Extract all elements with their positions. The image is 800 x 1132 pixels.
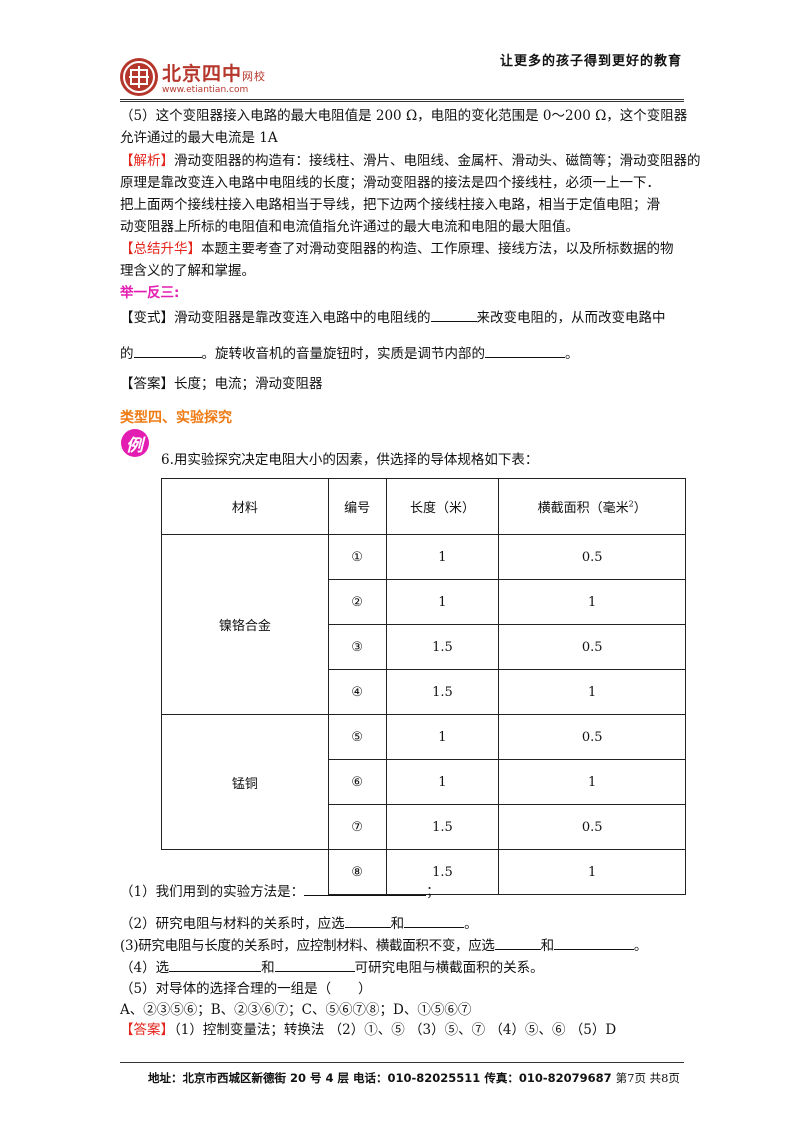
practice-title: 举一反三: (120, 285, 180, 301)
cell-length: 1 (385, 534, 500, 580)
blank (553, 937, 634, 950)
cell-id: ⑥ (327, 759, 387, 805)
blank (404, 915, 465, 928)
text-line: 理含义的了解和掌握。 (120, 263, 255, 279)
cell-id: ④ (327, 669, 387, 715)
blank (430, 309, 477, 322)
variant-question-cont: 的。旋转收音机的音量旋钮时，实质是调节内部的。 (120, 345, 579, 362)
cell-length: 1 (385, 714, 500, 760)
cell-length: 1.5 (385, 669, 500, 715)
header-slogan: 让更多的孩子得到更好的教育 (500, 54, 683, 69)
header-rule (120, 99, 684, 100)
cell-id: ⑤ (327, 714, 387, 760)
blank (274, 959, 355, 972)
subquestion-1: （1）我们用到的实验方法是：； (120, 883, 440, 900)
blank (494, 937, 541, 950)
cell-length: 1.5 (385, 849, 500, 895)
group-manganin: 锰铜 (161, 714, 329, 850)
question-6: 6.用实验探究决定电阻大小的因素，供选择的导体规格如下表： (161, 452, 539, 468)
cell-area: 1 (498, 849, 686, 895)
subquestion-4: （4）选和可研究电阻与横截面积的关系。 (120, 959, 544, 976)
summary-paragraph: 【总结升华】本题主要考查了对滑动变阻器的构造、工作原理、接线方法，以及所标数据的… (120, 241, 674, 257)
cell-length: 1 (385, 759, 500, 805)
logo-url: www.etiantian.com (162, 85, 249, 95)
conductor-spec-table: 材料 编号 长度（米） 横截面积（毫米2） 镍铬合金 ① 1 0.5 ② 1 1… (161, 478, 686, 895)
text-line: 允许通过的最大电流是 1A (120, 130, 278, 146)
subquestion-3: (3)研究电阻与长度的关系时，应控制材料、横截面积不变，应选和。 (120, 937, 648, 954)
cell-length: 1.5 (385, 624, 500, 670)
answer-tag: 【答案】 (120, 1022, 174, 1038)
text-line: 动变阻器上所标的电阻值和电流值指允许通过的最大电流和电阻的最大阻值。 (120, 219, 579, 235)
cell-area: 0.5 (498, 804, 686, 850)
header-rule-2 (120, 101, 684, 102)
header-length: 长度（米） (385, 478, 500, 535)
cell-area: 0.5 (498, 534, 686, 580)
cell-area: 1 (498, 669, 686, 715)
footer-address: 地址：北京市西城区新德街 20 号 4 层 电话：010-82025511 传真… (148, 1071, 612, 1085)
cell-area: 0.5 (498, 714, 686, 760)
text-line: 原理是靠改变连入电路中电阻线的长度；滑动变阻器的接法是四个接线柱，必须一上一下． (120, 175, 660, 191)
table-header-row: 材料 编号 长度（米） 横截面积（毫米2） (161, 478, 686, 535)
blank (169, 959, 262, 972)
cell-id: ⑧ (327, 849, 387, 895)
summary-tag: 【总结升华】 (120, 241, 201, 257)
cell-id: ② (327, 579, 387, 625)
blank (133, 345, 202, 358)
school-logo: 北京四中网校 www.etiantian.com (120, 58, 380, 100)
variant-answer: 【答案】长度；电流；滑动变阻器 (120, 376, 323, 392)
logo-name: 北京四中网校 (162, 63, 267, 85)
table-row: ⑧ 1.5 1 (162, 849, 686, 895)
blank (304, 883, 427, 896)
table-row: ⑥ 1 1 (162, 759, 686, 805)
logo-emblem-icon (120, 58, 158, 96)
analysis-tag: 【解析】 (120, 153, 174, 169)
table-row: ② 1 1 (162, 579, 686, 625)
section-title: 类型四、实验探究 (120, 410, 232, 426)
cell-area: 1 (498, 579, 686, 625)
subquestion-5: （5）对导体的选择合理的一组是（ ） (120, 981, 372, 997)
text-line: 把上面两个接线柱接入电路相当于导线，把下边两个接线柱接入电路，相当于定值电阻；滑 (120, 197, 660, 213)
blank (344, 915, 391, 928)
header-id: 编号 (327, 478, 387, 535)
blank (485, 345, 565, 358)
cell-area: 0.5 (498, 624, 686, 670)
header-area: 横截面积（毫米2） (498, 478, 686, 535)
cell-id: ① (327, 534, 387, 580)
logo-net: 网校 (242, 70, 267, 83)
analysis-paragraph: 【解析】滑动变阻器的构造有：接线柱、滑片、电阻线、金属杆、滑动头、磁筒等；滑动变… (120, 153, 701, 169)
footer: 地址：北京市西城区新德街 20 号 4 层 电话：010-82025511 传真… (148, 1070, 680, 1086)
cell-length: 1.5 (385, 804, 500, 850)
example-badge-icon: 例 (121, 429, 151, 459)
cell-length: 1 (385, 579, 500, 625)
cell-area: 1 (498, 759, 686, 805)
footer-rule (120, 1062, 684, 1063)
subquestion-2: （2）研究电阻与材料的关系时，应选和。 (120, 915, 478, 932)
group-nichrome: 镍铬合金 (161, 534, 329, 715)
table-row: 锰铜 ⑤ 1 0.5 (161, 714, 686, 850)
final-answer: 【答案】（1）控制变量法；转换法 （2）①、⑤ （3）⑤、⑦ （4）⑤、⑥ （5… (120, 1022, 617, 1038)
variant-question: 【变式】滑动变阻器是靠改变连入电路中的电阻线的来改变电阻的，从而改变电路中 (120, 309, 666, 326)
header-material: 材料 (161, 478, 329, 535)
table-row: 镍铬合金 ① 1 0.5 (161, 534, 686, 715)
text-line: （5）这个变阻器接入电路的最大电阻值是 200 Ω，电阻的变化范围是 0～200… (120, 108, 688, 124)
cell-id: ③ (327, 624, 387, 670)
options: A、②③⑤⑥；B、②③⑥⑦；C、⑤⑥⑦⑧；D、①⑤⑥⑦ (120, 1002, 472, 1018)
cell-id: ⑦ (327, 804, 387, 850)
page-number: 第7页 共8页 (615, 1071, 680, 1085)
